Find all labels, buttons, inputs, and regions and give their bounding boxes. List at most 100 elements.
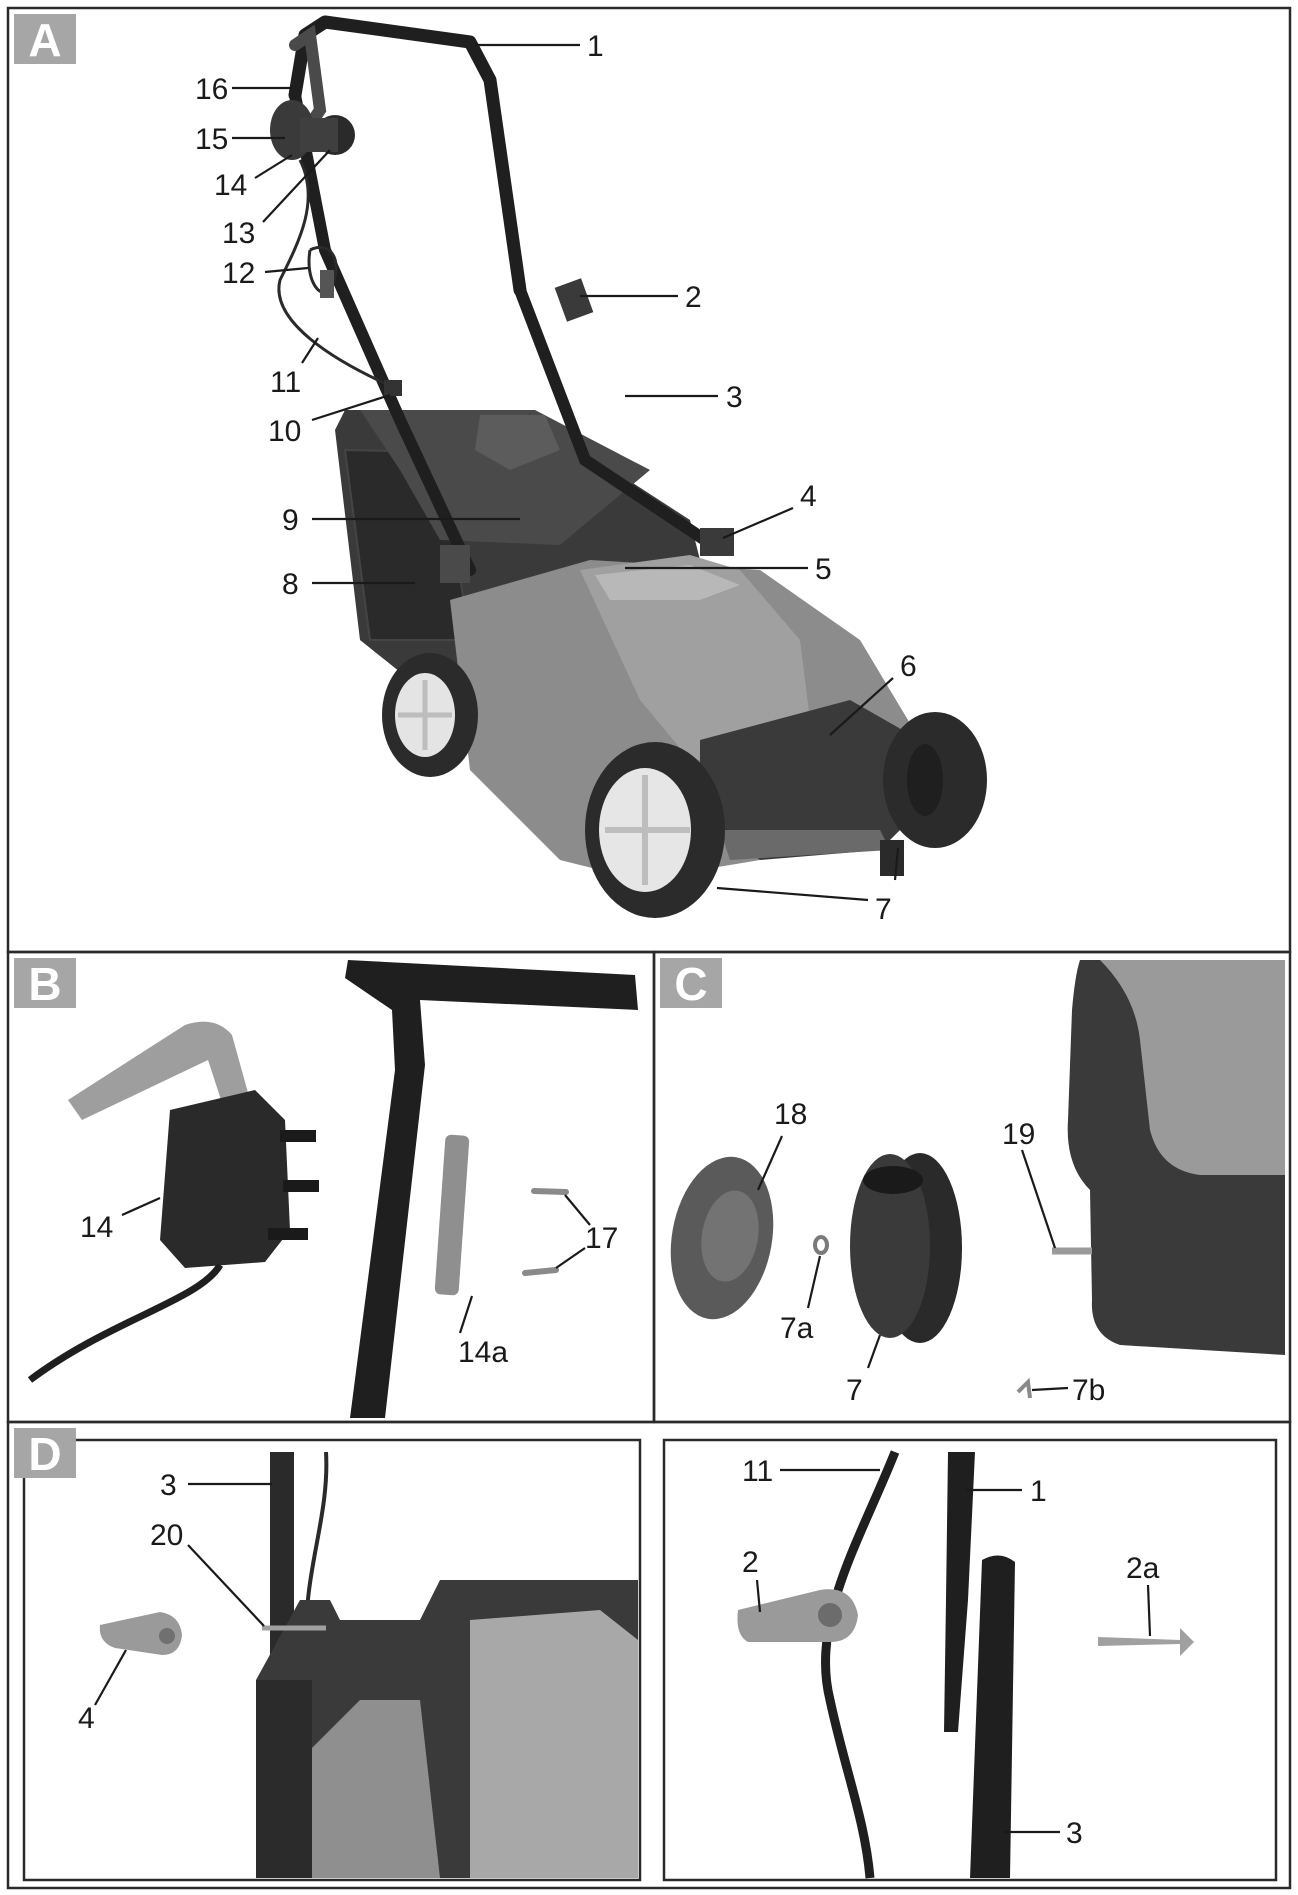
callout-a-6: 6 [900, 650, 917, 683]
front-left-wheel [585, 742, 725, 918]
callout-a-4: 4 [800, 480, 817, 513]
switch-box [270, 100, 355, 160]
callout-d-4: 4 [78, 1702, 95, 1735]
panel-a-leaders [232, 43, 900, 902]
panel-d-left-callouts: 3 20 4 [78, 1469, 183, 1735]
panel-d-right-cable [820, 1450, 900, 1879]
split-pin [1016, 1377, 1032, 1399]
plug-cable-holder [68, 1021, 250, 1120]
callout-a-15: 15 [195, 123, 228, 156]
panel-c-tag-text: C [674, 958, 707, 1010]
callout-a-1: 1 [587, 30, 604, 63]
handle-fixing-knob-hole [159, 1628, 175, 1644]
panel-b-frame [6, 950, 656, 1424]
panel-d-tag-bg [14, 1428, 76, 1478]
callout-a-5: 5 [815, 553, 832, 586]
leader-a-12 [264, 266, 309, 274]
leader-c-7a [806, 1255, 822, 1309]
leader-a-14 [254, 154, 293, 179]
leader-a-7-left [716, 886, 869, 902]
panel-c-mower-cover [1100, 960, 1285, 1175]
front-bumper-trim [720, 830, 890, 860]
panel-d-lever-pivot [818, 1603, 842, 1627]
panel-b-callouts: 14 14a 17 [80, 1211, 618, 1369]
callout-b-14: 14 [80, 1211, 113, 1244]
height-adjuster [880, 840, 904, 876]
leader-d-2 [755, 1579, 762, 1613]
leader-b-14 [121, 1196, 161, 1217]
handle-screws [522, 1188, 569, 1276]
callout-a-3: 3 [726, 381, 743, 414]
panel-d-upper-handle [944, 1452, 975, 1732]
callout-c-7b: 7b [1072, 1374, 1105, 1407]
leader-a-6 [829, 677, 894, 736]
motor-cover-top [595, 565, 740, 600]
panel-d-left-frame [22, 1438, 642, 1882]
panel-d-right-leaders [755, 1468, 1152, 1834]
callout-a-7: 7 [875, 893, 892, 926]
callout-a-16: 16 [195, 73, 228, 106]
panel-d-right-illustration [737, 1450, 1194, 1879]
leader-d-20 [187, 1544, 265, 1627]
handle-knob-right [700, 528, 734, 556]
panel-c-tag: C [660, 958, 722, 1010]
front-right-wheel [883, 712, 987, 848]
panel-d-right-callouts: 11 1 2 2a 3 [742, 1455, 1160, 1850]
callout-a-13: 13 [222, 217, 255, 250]
panel-a-tag: A [14, 14, 76, 66]
panel-a-tag-bg [14, 14, 76, 64]
callout-a-14: 14 [214, 169, 247, 202]
panel-c-tag-bg [660, 958, 722, 1008]
panel-a-tag-text: A [28, 14, 61, 66]
callout-a-2: 2 [685, 281, 702, 314]
wheel-washer [813, 1235, 829, 1255]
cable-clamp [384, 380, 402, 396]
panel-d-left-illustration [99, 1451, 638, 1878]
quick-release-lever [554, 278, 594, 322]
leader-a-4 [722, 506, 794, 540]
callout-d-20: 20 [150, 1519, 183, 1552]
panel-d-lower-handle-tube [970, 1555, 1015, 1878]
callout-b-17: 17 [585, 1222, 618, 1255]
panel-d-right-frame [662, 1438, 1278, 1882]
panel-a-mower-illustration [270, 15, 987, 918]
plug-pin-mid [283, 1180, 319, 1192]
panel-b-illustration [27, 960, 638, 1418]
panel-d-quick-release-lever [737, 1589, 858, 1642]
panel-d-lever-bolt [1098, 1628, 1194, 1656]
panel-d-frame [6, 1420, 1292, 1890]
leader-d-4 [94, 1649, 127, 1706]
plug-pin-top [280, 1130, 316, 1142]
callout-c-19: 19 [1002, 1118, 1035, 1151]
callout-a-10: 10 [268, 415, 301, 448]
leader-c-7b [1031, 1386, 1069, 1392]
leader-a-13 [262, 149, 331, 223]
leader-a-11 [301, 337, 319, 364]
grass-box-handle [475, 415, 560, 470]
callout-b-14a: 14a [458, 1336, 508, 1369]
leader-c-18 [756, 1135, 784, 1191]
mains-plug [160, 1090, 290, 1268]
panel-d-tag-text: D [28, 1428, 61, 1480]
leader-b-17-top [564, 1194, 591, 1226]
callout-d-2: 2 [742, 1546, 759, 1579]
panel-d-rear-wheel [256, 1680, 312, 1878]
panel-b-tag: B [14, 958, 76, 1010]
callout-c-7: 7 [846, 1374, 863, 1407]
callout-c-7a: 7a [780, 1312, 814, 1345]
wheel-tyre [850, 1153, 962, 1343]
panel-d-left-leaders [94, 1482, 272, 1706]
panel-d-motor-cover [470, 1610, 638, 1878]
cable-tube [434, 1134, 470, 1296]
panel-tags: A B C D [14, 14, 722, 1480]
panel-frames [6, 6, 1292, 1890]
callout-d-3-right: 3 [1066, 1817, 1083, 1850]
plug-pin-bottom [268, 1228, 308, 1240]
leader-b-14a [458, 1295, 474, 1334]
callout-a-11: 11 [270, 366, 301, 399]
panel-a-callouts: 1 2 3 4 5 6 7 8 9 10 11 12 13 14 15 16 [195, 30, 917, 926]
callout-a-9: 9 [282, 504, 299, 537]
handle-knob-left [440, 545, 470, 583]
panel-b-tag-text: B [28, 958, 61, 1010]
